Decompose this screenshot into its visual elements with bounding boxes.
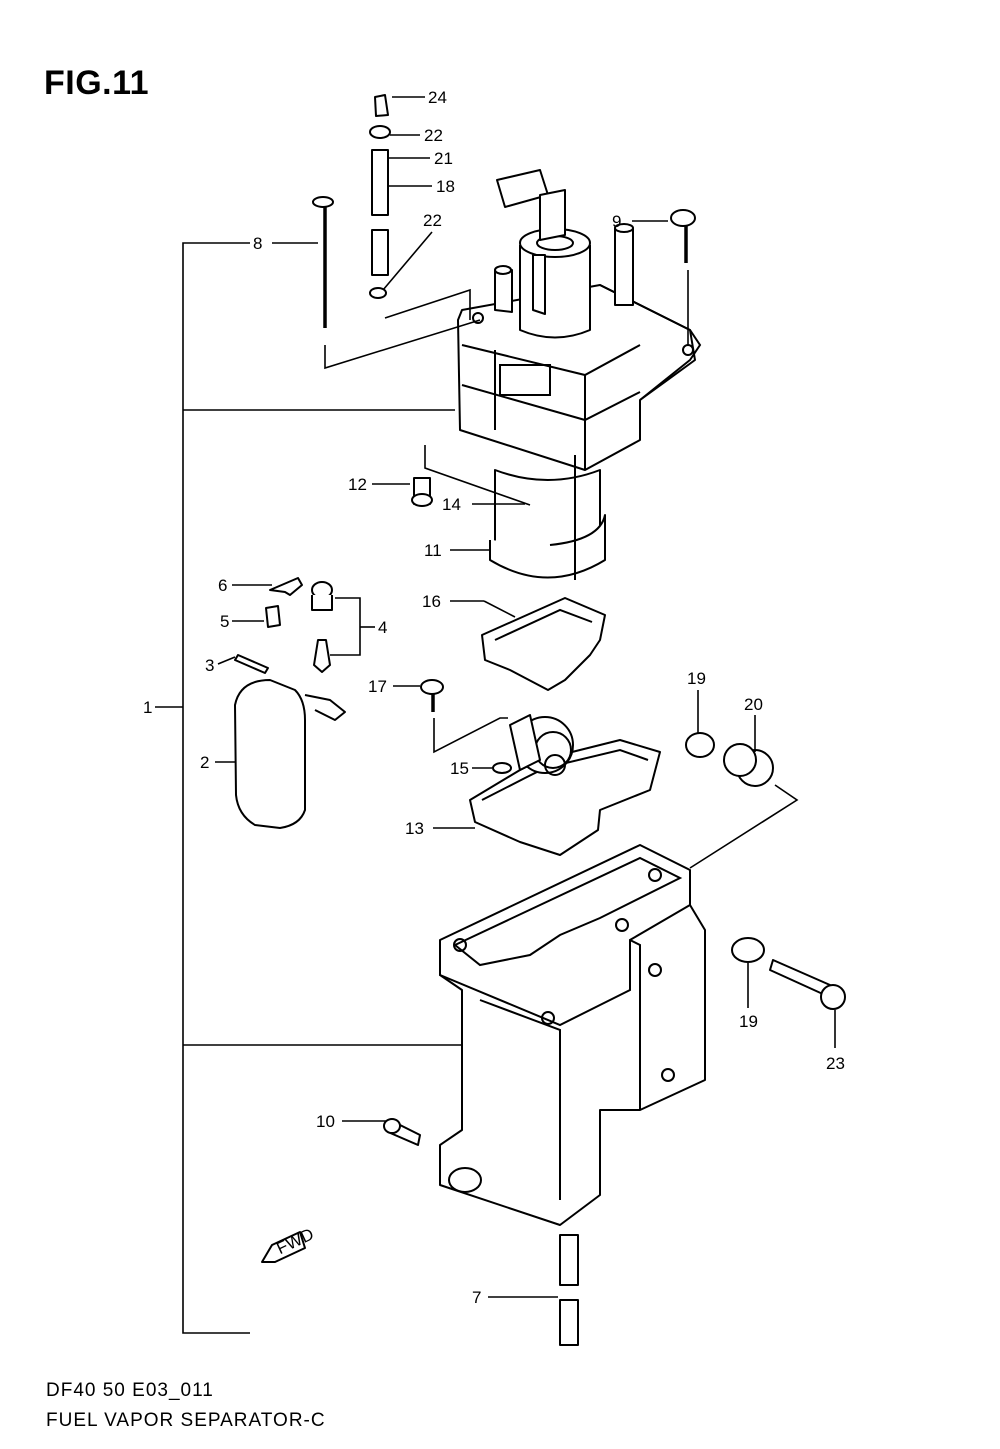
callout-2: 2 [200,753,209,772]
callout-5: 5 [220,612,229,631]
callout-16: 16 [422,592,441,611]
assembly-bracket [155,242,462,1334]
callout-21: 21 [434,149,453,168]
callout-12: 12 [348,475,367,494]
callout-9: 9 [612,212,621,231]
callout-14: 14 [442,495,461,514]
fasteners-top [312,94,696,712]
callout-18: 18 [436,177,455,196]
callout-4: 4 [378,618,387,637]
separator-case [439,844,706,1226]
callout-1: 1 [143,698,152,717]
callout-19-bottom: 19 [739,1012,758,1031]
regulator-15 [492,714,574,776]
callout-22: 22 [424,126,443,145]
callout-3: 3 [205,656,214,675]
callout-17: 17 [368,677,387,696]
callout-24: 24 [428,88,447,107]
callout-10: 10 [316,1112,335,1131]
callout-6: 6 [218,576,227,595]
callout-11: 11 [424,541,442,560]
callout-7: 7 [472,1288,481,1307]
figure-code: DF40 50 E03_011 [46,1380,214,1401]
separator-top-body [457,169,702,471]
callout-22-lower: 22 [423,211,442,230]
callout-19-top: 19 [687,669,706,688]
callout-15: 15 [450,759,469,778]
figure-title: FIG.11 [44,64,150,102]
leader-lines [215,96,836,1298]
callout-13: 13 [405,819,424,838]
gasket-16 [481,597,606,691]
grommets-right [383,732,846,1346]
callout-labels: 24 22 21 18 22 8 9 12 14 11 6 16 5 4 3 1… [143,88,845,1307]
small-parts [234,577,333,674]
callout-20: 20 [744,695,763,714]
figure-name: FUEL VAPOR SEPARATOR-C [46,1410,326,1431]
fwd-arrow-icon: FWD [261,1225,317,1263]
callout-23: 23 [826,1054,845,1073]
fuel-pump [489,455,606,580]
float-2 [234,679,346,829]
callout-8: 8 [253,234,262,253]
